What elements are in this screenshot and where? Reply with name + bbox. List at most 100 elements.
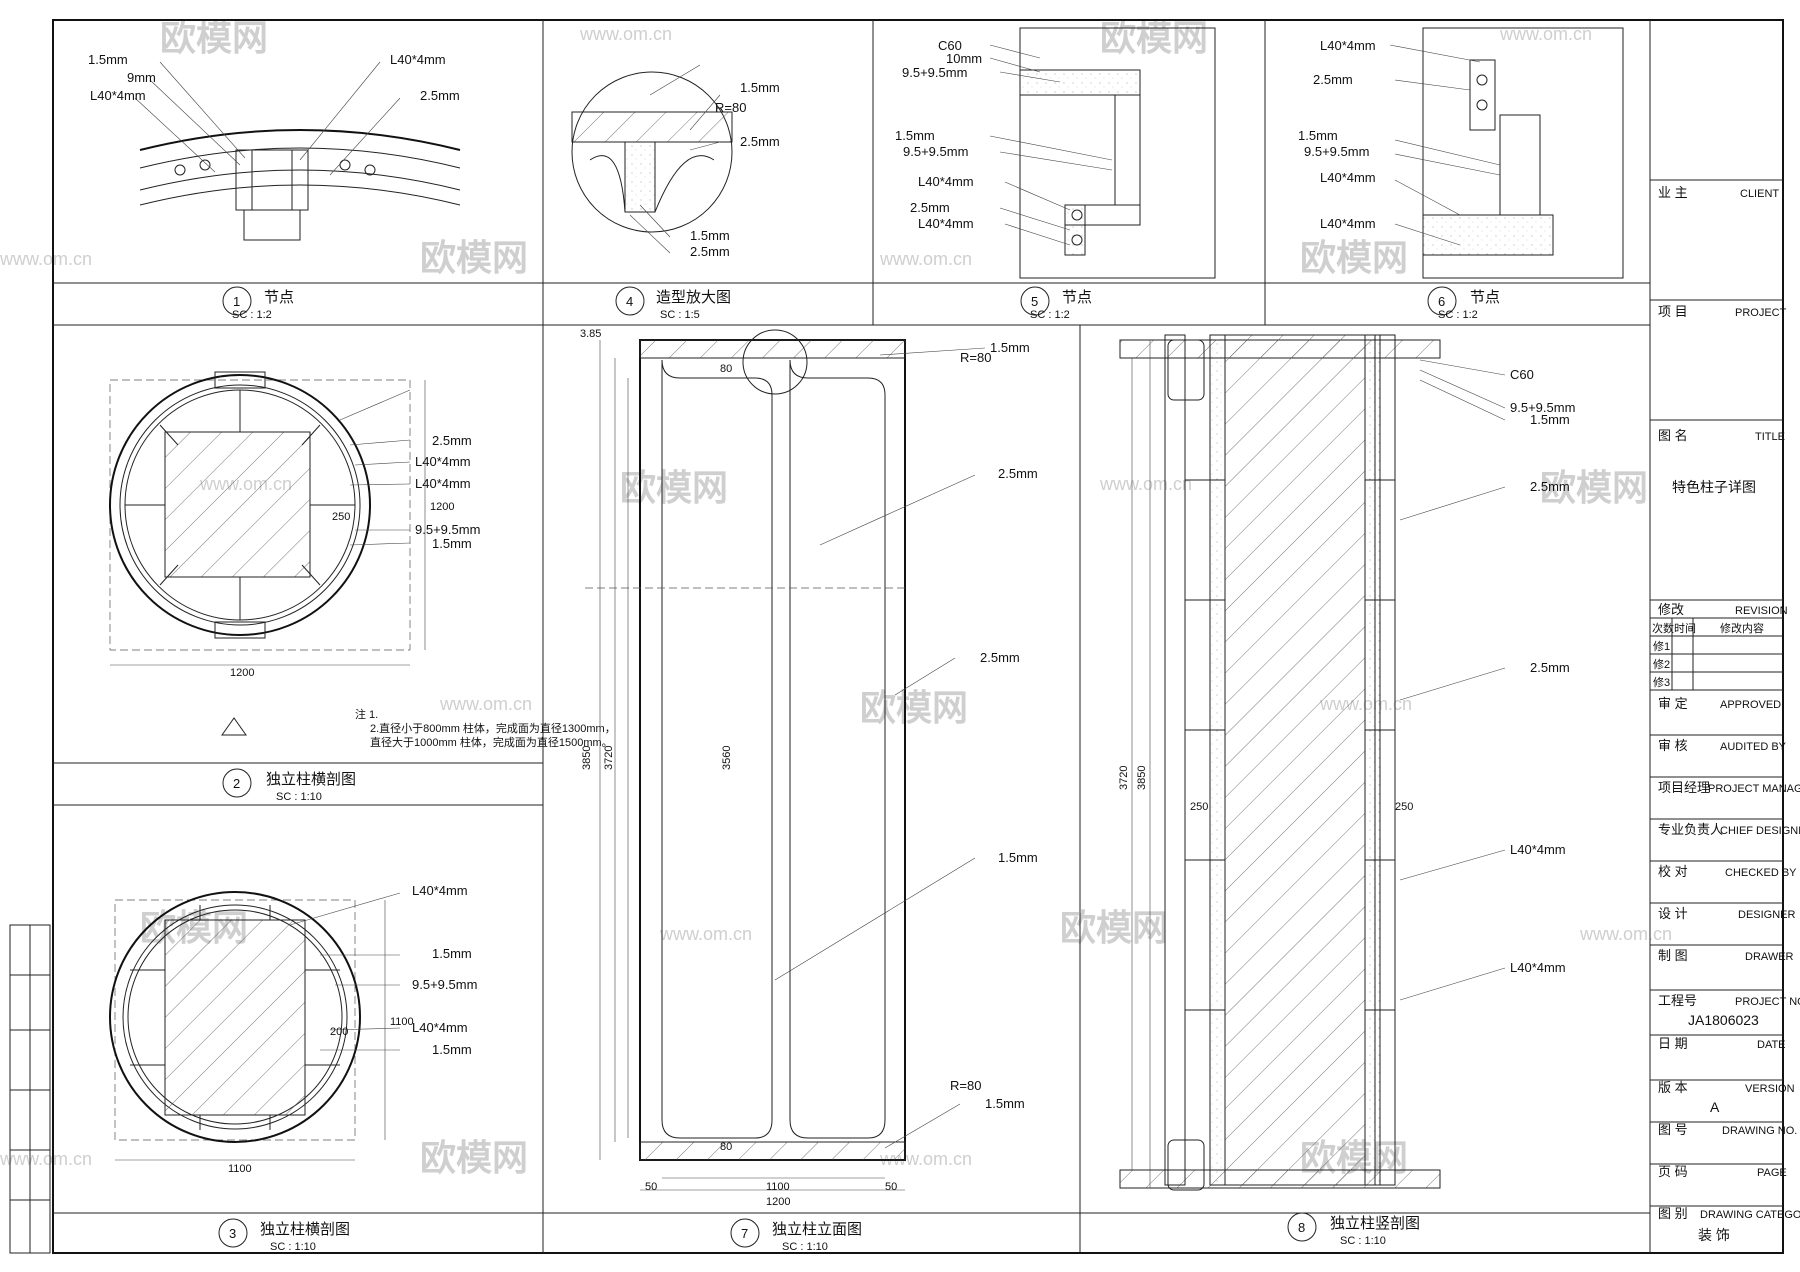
dim-panel: 3560 <box>721 746 733 770</box>
project-no-label: 工程号 <box>1658 993 1697 1008</box>
dim-total: 3850 <box>581 746 593 770</box>
label-l40: L40*4mm <box>1320 216 1376 231</box>
client-label: 业 主 <box>1658 185 1688 200</box>
panel-column-elevation-7: 3.85 1.5mm R=80 2.5mm 2.5mm 1.5mm R=80 1… <box>580 328 1038 1253</box>
panel-title: 独立柱立面图 <box>772 1221 862 1238</box>
note-line-2: 2.直径小于800mm 柱体，完成面为直径1300mm， <box>370 721 616 735</box>
label-2-5mm: 2.5mm <box>740 134 780 149</box>
role-audited-en: AUDITED BY <box>1720 741 1787 753</box>
role-chief: 专业负责人 <box>1658 822 1723 837</box>
watermark-url: www.om.cn <box>439 694 532 714</box>
project-no: JA1806023 <box>1688 1012 1759 1028</box>
revision-label: 修改 <box>1658 602 1684 617</box>
title-block: 业 主 CLIENT 项 目 PROJECT 图 名 TITLE 特色柱子详图 … <box>1650 179 1800 1243</box>
label-1-5mm: 1.5mm <box>998 850 1038 865</box>
dim-width: 1100 <box>228 1163 252 1175</box>
label-2-5mm: 2.5mm <box>910 200 950 215</box>
client-label-en: CLIENT <box>1740 188 1779 200</box>
panel-number: 2 <box>233 776 240 791</box>
label-2-5mm: 2.5mm <box>690 244 730 259</box>
label-level: 3.85 <box>580 328 601 340</box>
version-value: A <box>1710 1099 1720 1115</box>
watermark-brand: 欧模网 <box>160 17 268 58</box>
panel-number: 3 <box>229 1226 236 1241</box>
dim-width-outer: 1200 <box>766 1196 790 1208</box>
note-line-3: 直径大于1000mm 柱体，完成面为直径1500mm。 <box>370 735 613 749</box>
dim-50: 50 <box>645 1181 657 1193</box>
panel-scale: SC : 1:2 <box>1030 309 1070 321</box>
dim-250: 250 <box>1395 801 1413 813</box>
label-1-5mm: 1.5mm <box>88 52 128 67</box>
panel-scale: SC : 1:10 <box>782 1241 828 1253</box>
panel-title: 节点 <box>1470 289 1500 306</box>
panel-number: 4 <box>626 294 633 309</box>
label-l40: L40*4mm <box>918 216 974 231</box>
drawing-no-label-en: DRAWING NO. <box>1722 1125 1797 1137</box>
project-label-en: PROJECT <box>1735 307 1787 319</box>
panel-number: 1 <box>233 294 240 309</box>
rev-col-time: 时间 <box>1674 622 1696 635</box>
dim-width: 1200 <box>230 667 254 679</box>
panel-title: 独立柱横剖图 <box>266 771 356 788</box>
panel-scale: SC : 1:2 <box>1438 309 1478 321</box>
label-1-5mm: 1.5mm <box>432 1042 472 1057</box>
panel-scale: SC : 1:2 <box>232 309 272 321</box>
role-approved-en: APPROVED <box>1720 699 1781 711</box>
label-l40: L40*4mm <box>1320 38 1376 53</box>
panel-column-section-3: L40*4mm 1.5mm 9.5+9.5mm L40*4mm 1.5mm 11… <box>109 883 477 1253</box>
label-1-5mm: 1.5mm <box>1298 128 1338 143</box>
drawing-title: 特色柱子详图 <box>1672 479 1756 495</box>
label-10mm: 10mm <box>946 51 982 66</box>
panel-scale: SC : 1:10 <box>270 1241 316 1253</box>
dim-inner: 3720 <box>603 746 615 770</box>
label-l40: L40*4mm <box>1510 960 1566 975</box>
watermark-brand: 欧模网 <box>1300 237 1408 278</box>
panel-number: 6 <box>1438 294 1445 309</box>
rev-col-count: 次数 <box>1652 621 1674 635</box>
panel-scale: SC : 1:10 <box>1340 1235 1386 1247</box>
watermark-url: www.om.cn <box>659 924 752 944</box>
dim-total: 3850 <box>1136 766 1148 790</box>
watermark-url: www.om.cn <box>879 249 972 269</box>
label-9-5: 9.5+9.5mm <box>412 977 477 992</box>
label-2-5mm: 2.5mm <box>1530 660 1570 675</box>
panel-scale: SC : 1:5 <box>660 309 700 321</box>
role-checked: 校 对 <box>1658 864 1688 879</box>
panel-column-vertical-section-8: C60 9.5+9.5mm 1.5mm 2.5mm 2.5mm L40*4mm … <box>1118 334 1575 1247</box>
dim-height: 1100 <box>390 1016 414 1028</box>
label-9-5: 9.5+9.5mm <box>902 65 967 80</box>
role-checked-en: CHECKED BY <box>1725 867 1797 879</box>
watermark-url: www.om.cn <box>1099 474 1192 494</box>
rev-row: 修2 <box>1653 657 1670 671</box>
label-radius: R=80 <box>960 350 991 365</box>
role-pm: 项目经理 <box>1658 780 1710 795</box>
label-1-5mm: 1.5mm <box>1530 412 1570 427</box>
label-9-5: 9.5+9.5mm <box>1510 400 1575 415</box>
label-l40: L40*4mm <box>1510 842 1566 857</box>
label-l40: L40*4mm <box>412 1020 468 1035</box>
revision-label-en: REVISION <box>1735 605 1788 617</box>
dim-80: 80 <box>720 363 732 375</box>
project-label: 项 目 <box>1658 304 1688 319</box>
drawing-no-label: 图 号 <box>1658 1122 1688 1137</box>
watermark-brand: 欧模网 <box>620 467 728 508</box>
label-2-5mm: 2.5mm <box>432 433 472 448</box>
page-label-en: PAGE <box>1757 1167 1787 1179</box>
date-label-en: DATE <box>1757 1039 1786 1051</box>
label-c60: C60 <box>1510 367 1534 382</box>
label-radius: R=80 <box>950 1078 981 1093</box>
watermark-url: www.om.cn <box>1579 924 1672 944</box>
label-9mm: 9mm <box>127 70 156 85</box>
panel-title: 造型放大图 <box>656 289 731 306</box>
watermark-url: www.om.cn <box>0 249 92 269</box>
dim-50: 50 <box>885 1181 897 1193</box>
dim-height: 1200 <box>430 501 454 513</box>
label-9-5: 9.5+9.5mm <box>903 144 968 159</box>
watermark-brand: 欧模网 <box>1060 907 1168 948</box>
label-1-5mm: 1.5mm <box>985 1096 1025 1111</box>
role-chief-en: CHIEF DESIGNER <box>1720 825 1800 837</box>
label-2-5mm: 2.5mm <box>420 88 460 103</box>
panel-number: 8 <box>1298 1220 1305 1235</box>
panel-profile-detail-4: R=80 1.5mm 2.5mm 1.5mm 2.5mm 4 造型放大图 SC … <box>571 64 780 321</box>
